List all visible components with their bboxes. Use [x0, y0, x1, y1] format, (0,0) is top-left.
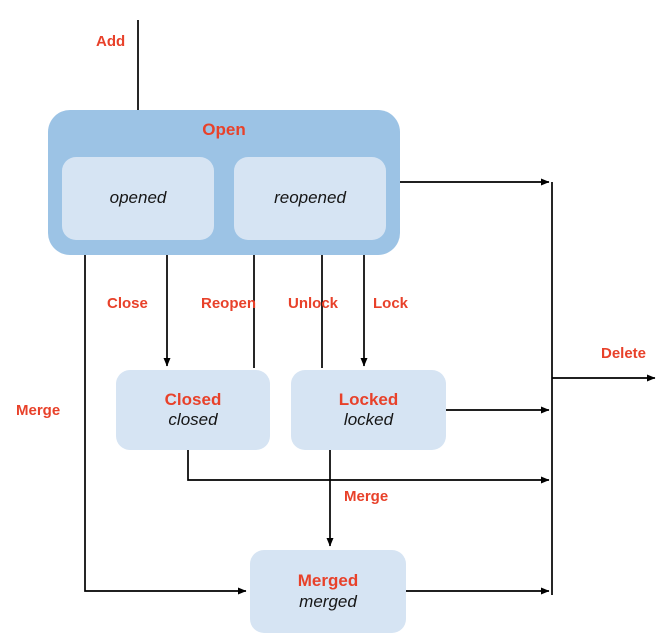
- wire-merge-left: [84, 255, 247, 595]
- edge-label-add: Add: [96, 33, 126, 50]
- state-closed-title: Closed: [164, 389, 222, 409]
- edge-label-merge-mid: Merge: [344, 488, 389, 505]
- state-opened[interactable]: opened: [62, 157, 214, 240]
- state-merged-title: Merged: [297, 571, 359, 591]
- state-closed-sub: closed: [168, 410, 218, 429]
- edge-label-delete: Delete: [601, 345, 647, 362]
- wire-closed-to-bus: [187, 450, 550, 484]
- state-merged-sub: merged: [299, 591, 357, 611]
- state-merged[interactable]: Merged merged: [250, 550, 406, 633]
- state-locked-sub: locked: [343, 410, 394, 429]
- state-locked[interactable]: Locked locked: [291, 370, 446, 450]
- state-closed[interactable]: Closed closed: [116, 370, 270, 450]
- state-opened-sub: opened: [109, 188, 167, 208]
- edge-label-merge-left: Merge: [16, 402, 61, 419]
- state-reopened-sub: reopened: [274, 188, 346, 208]
- edge-label-lock: Lock: [373, 295, 409, 312]
- edge-label-reopen: Reopen: [201, 295, 257, 312]
- edge-label-close: Close: [107, 295, 148, 312]
- edge-label-unlock: Unlock: [288, 295, 339, 312]
- state-locked-title: Locked: [338, 389, 399, 409]
- group-open-label: Open: [202, 120, 246, 139]
- state-reopened[interactable]: reopened: [234, 157, 386, 240]
